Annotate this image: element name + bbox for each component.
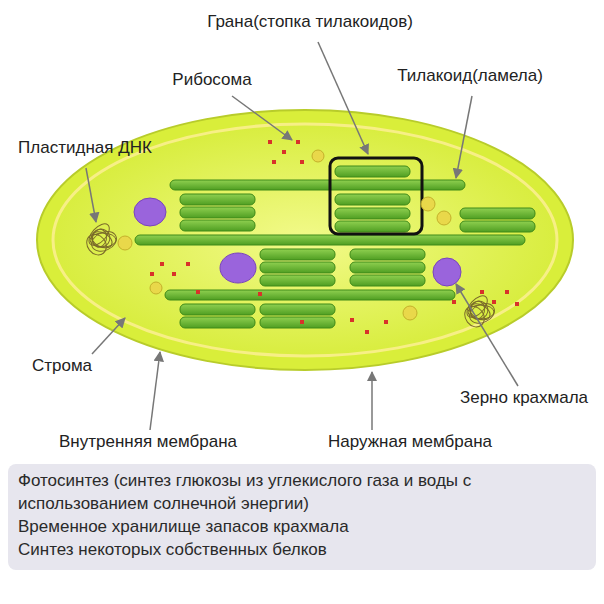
lamella [165,290,455,300]
ribosome [268,140,272,144]
dna-loop [463,292,491,321]
thylakoid-disc [260,275,335,286]
lamella [135,235,525,245]
ribosome [384,320,388,324]
thylakoid-disc [350,275,425,286]
ribosome [282,150,286,154]
ribosome [172,272,176,276]
ribosome [258,292,262,296]
dna-loop [88,228,119,255]
thylakoid-disc [335,208,410,219]
function-box: Фотосинтез (синтез глюкозы из углекислог… [8,464,596,570]
function-text: Временное хранилище запасов крахмала [18,516,586,539]
thylakoid-disc [260,249,335,260]
thylakoid-disc [260,262,335,273]
ribosome [160,262,164,266]
thylakoids [135,166,535,328]
ribosome [480,290,484,294]
ribosome [196,290,200,294]
granum-frame [330,158,422,234]
ribosome [350,318,354,322]
thylakoid-disc [460,208,535,219]
thylakoid-disc [350,249,425,260]
thylakoid-disc [180,207,255,218]
function-text: Синтез некоторых собственных белков [18,539,586,562]
ribosome [186,262,190,266]
part-label: Наружная мембрана [328,432,492,452]
thylakoid-disc [350,262,425,273]
ribosome [452,300,456,304]
ribosome [300,320,304,324]
ribosome [492,300,496,304]
leader-lines [86,42,518,430]
ribosome [150,272,154,276]
part-label: Строма [32,356,92,376]
thylakoid-disc [260,304,335,315]
ribosome [272,160,276,164]
function-text: Фотосинтез (синтез глюкозы из углекислог… [18,470,586,516]
dna-loop [466,300,497,327]
ribosomes [150,140,519,334]
thylakoid-disc [180,304,255,315]
thylakoid-disc [335,166,410,177]
lipid-droplets [118,150,451,320]
thylakoid-disc [460,221,535,232]
part-label: Зерно крахмала [460,388,588,408]
thylakoid-disc [180,317,255,328]
ribosome [300,160,304,164]
thylakoid-disc [335,194,410,205]
ribosome [365,330,369,334]
starch-grains [134,198,461,286]
part-label: Грана(стопка тилакоидов) [207,12,413,32]
thylakoid-disc [180,220,255,231]
thylakoid-disc [335,221,410,232]
ribosome [505,290,509,294]
part-label: Внутренняя мембрана [59,432,237,452]
part-label: Рибосома [172,70,251,90]
part-label: Тилакоид(ламела) [397,66,543,86]
inner-membrane [53,124,557,356]
plastid-dna [83,220,498,331]
part-label: Пластидная ДНК [18,138,152,158]
thylakoid-disc [180,194,255,205]
ribosome [296,140,300,144]
dna-loop [85,220,113,249]
thylakoid-disc [260,317,335,328]
ribosome [515,302,519,306]
